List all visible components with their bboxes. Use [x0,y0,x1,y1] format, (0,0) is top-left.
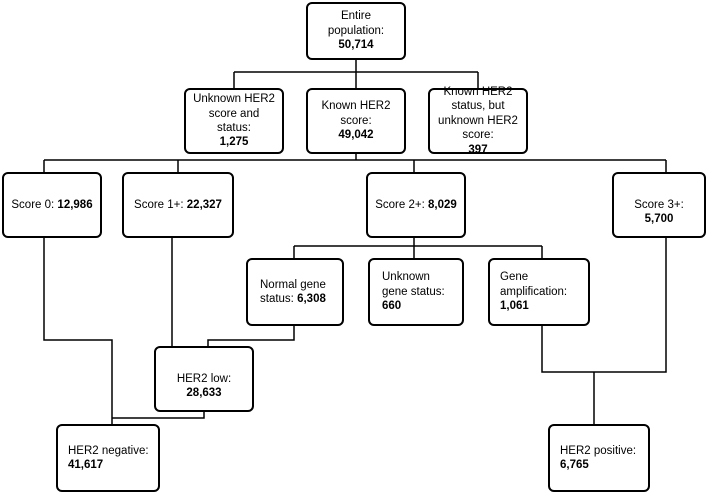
gene-amplification-label: Gene amplification: [500,271,568,298]
normal-gene-value: 6,308 [297,293,326,305]
normal-gene-label-text: Normal gene status: [260,278,326,305]
known-status-unknown-score-label: Known HER2 status, but unknown HER2 scor… [438,86,518,142]
her2-negative-label: HER2 negative: [68,444,149,457]
unknown-score-status-value: 1,275 [219,136,249,149]
her2-low-box: HER2 low: 28,633 [154,346,254,412]
her2-low-label: HER2 low: [176,373,232,385]
her2-negative-box: HER2 negative: 41,617 [56,424,160,492]
score-2-value: 8,029 [427,199,457,211]
gene-amplification-value: 1,061 [500,300,529,313]
score-1-box: Score 1+: 22,327 [122,172,234,238]
unknown-score-status-box: Unknown HER2 score and status: 1,275 [184,88,284,154]
unknown-gene-label-text: Unknown gene status: [382,271,445,298]
unknown-gene-label: Unknown gene status: 660 [382,270,456,313]
connector-to-positive [541,238,667,424]
connector-score2-to-gene [293,238,543,258]
connector-known-to-scores [43,154,667,172]
score-3-value: 5,700 [644,213,674,226]
her2-negative-value: 41,617 [68,459,104,471]
known-status-unknown-score-box: Known HER2 status, but unknown HER2 scor… [428,86,528,156]
her2-positive-value: 6,765 [560,459,589,471]
entire-population-value: 50,714 [338,39,374,52]
connector-low-to-negative [112,412,205,419]
score-2-label: Score 2+: [375,199,425,211]
unknown-gene-box: Unknown gene status: 660 [368,258,464,326]
score-3-box: Score 3+: 5,700 [612,172,706,238]
unknown-gene-value: 660 [382,300,402,313]
connector-normal-to-low [207,326,295,346]
normal-gene-box: Normal gene status: 6,308 [246,258,344,326]
entire-population-label: Entire population: [327,10,385,37]
connector-entire-to-level2 [233,60,479,88]
her2-low-value: 28,633 [186,387,222,400]
score-0-label: Score 0: [11,199,55,211]
score-3-label: Score 3+: [634,199,684,211]
known-score-box: Known HER2 score: 49,042 [306,88,406,154]
her2-positive-label: HER2 positive: [560,444,637,457]
known-score-value: 49,042 [338,129,374,142]
score-2-box: Score 2+: 8,029 [366,172,466,238]
normal-gene-label: Normal gene status: 6,308 [260,278,336,307]
score-0-box: Score 0: 12,986 [2,172,102,238]
score-1-label: Score 1+: [134,199,184,211]
unknown-score-status-label: Unknown HER2 score and status: [193,93,275,134]
score-1-value: 22,327 [186,199,222,211]
connector-score0-to-negative [43,238,113,424]
score-0-value: 12,986 [57,199,93,211]
her2-positive-box: HER2 positive: 6,765 [548,424,650,492]
known-score-label: Known HER2 score: [321,100,391,127]
entire-population-box: Entire population: 50,714 [306,2,406,60]
known-status-unknown-score-value: 397 [468,143,488,156]
gene-amplification-box: Gene amplification: 1,061 [488,258,590,326]
